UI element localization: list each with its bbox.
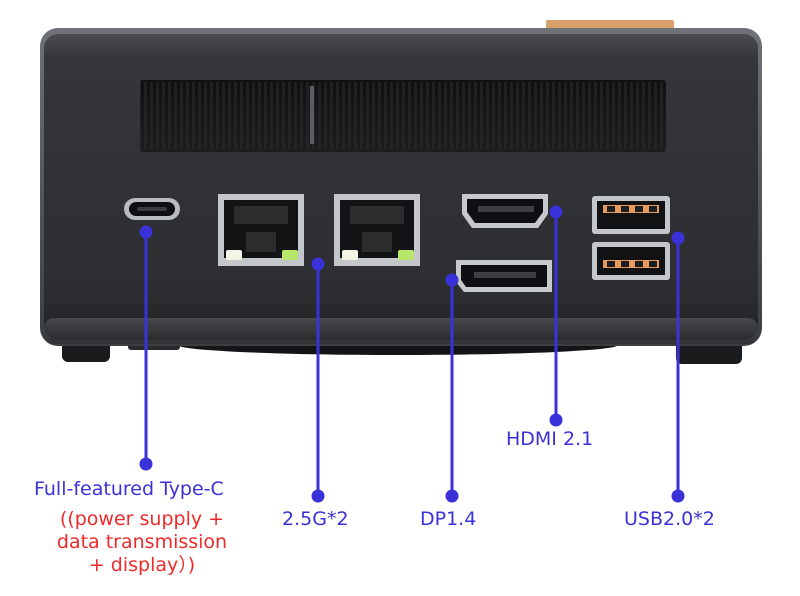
type-c-note-line: ((power supply + <box>59 508 225 530</box>
hdmi-port-icon <box>462 194 548 228</box>
hdmi-label: HDMI 2.1 <box>506 428 594 450</box>
usb-label: USB2.0*2 <box>624 508 715 530</box>
cooling-vent <box>140 80 666 152</box>
type-c-label: Full-featured Type-C <box>34 478 224 500</box>
dp-label: DP1.4 <box>420 508 477 530</box>
type-c-note-line: + display）) <box>88 554 196 576</box>
ethernet-port-icon <box>334 194 420 266</box>
usb-a-port-icon <box>592 242 670 280</box>
displayport-icon <box>456 260 552 292</box>
type-c-note-line: data transmission <box>56 531 228 553</box>
ethernet-port-icon <box>218 194 304 266</box>
type-c-note: ((power supply + data transmission + dis… <box>32 508 252 577</box>
usb-a-port-icon <box>592 196 670 234</box>
chassis <box>40 28 762 346</box>
usb-c-port-icon <box>124 198 180 220</box>
callout-lines <box>139 205 685 503</box>
lan-label: 2.5G*2 <box>282 508 349 530</box>
